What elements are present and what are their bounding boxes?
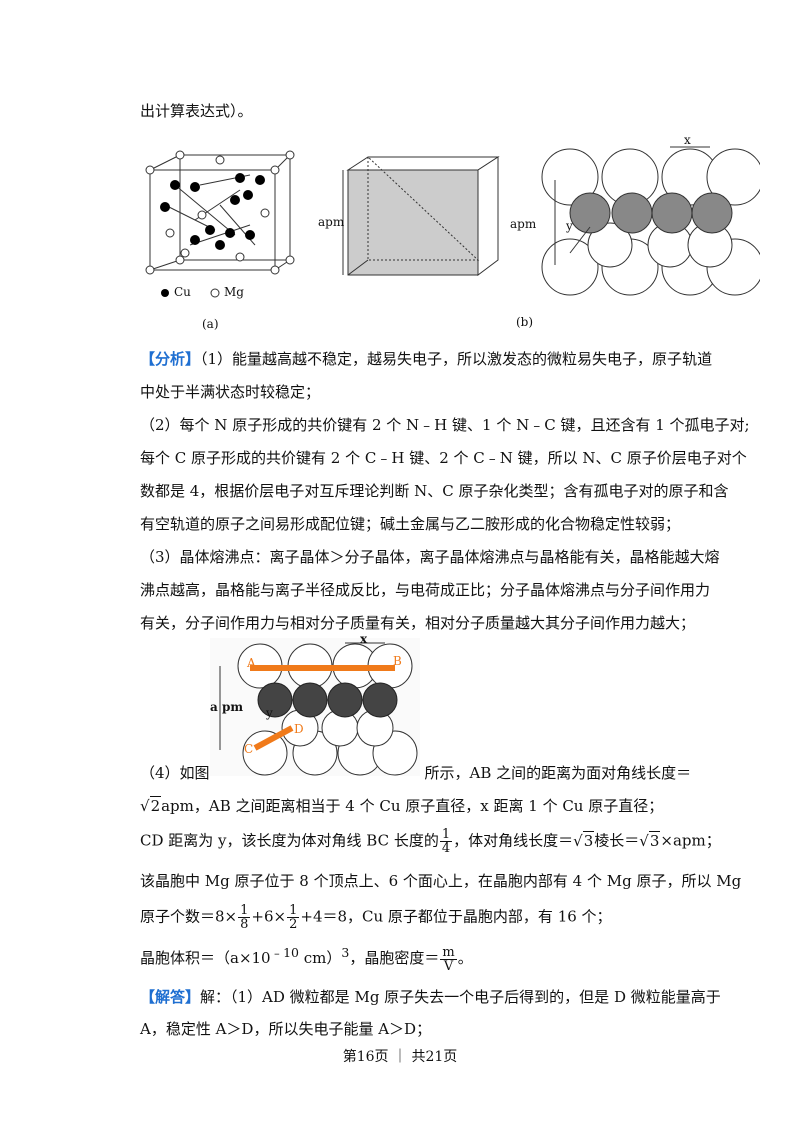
atom-layers-diagram [541, 146, 764, 296]
answer-tag: 【解答】 [140, 988, 201, 1006]
analysis-line-4: 每个 C 原子形成的共价键有 2 个 C﹣H 键、2 个 C﹣N 键，所以 N、… [140, 449, 747, 467]
figure-b-caption: (b) [516, 315, 534, 329]
cube-apm-label: apm [318, 215, 345, 229]
analysis-line-5: 数都是 4，根据价层电子对互斥理论判断 N、C 原子杂化类型；含有孤电子对的原子… [140, 482, 729, 500]
analysis-line-8: 沸点越高，晶格能与离子半径成反比，与电荷成正比；分子晶体熔沸点与分子间作用力 [140, 581, 711, 599]
layers-apm-label: apm [510, 217, 537, 231]
legend-cu-label: Cu [174, 285, 191, 299]
crystal-structure-diagram [145, 150, 295, 298]
analysis-line-7: （3）晶体熔沸点：离子晶体＞分子晶体，离子晶体熔沸点与晶格能有关，晶格能越大熔 [140, 548, 720, 566]
point-d-label: D [294, 722, 304, 736]
point-c-label: C [244, 742, 254, 756]
fig2-apm-label: a pm [210, 700, 244, 714]
figure-b-layers: apm x y (b) [510, 133, 764, 329]
analysis-tag: 【分析】 [140, 350, 201, 368]
analysis-line-2: 中处于半满状态时较稳定； [140, 383, 321, 401]
page-footer: 第16页 ｜ 共21页 [342, 1049, 458, 1065]
figure-a-crystal: Cu Mg (a) [140, 145, 300, 335]
figure-a-caption: (a) [202, 317, 219, 331]
analysis-line-3: （2）每个 N 原子形成的共价键有 2 个 N﹣H 键、1 个 N﹣C 键，且还… [140, 416, 750, 434]
fig2-y-label: y [266, 706, 273, 720]
ab-cd-diagram [210, 638, 420, 776]
analysis-line-1: 【分析】（1）能量越高越不稳定，越易失电子，所以激发态的微粒易失电子，原子轨道 [140, 350, 713, 368]
point-b-label: B [393, 654, 402, 668]
answer-line-2: A，稳定性 A＞D，所以失电子能量 A＞D； [140, 1020, 432, 1038]
answer-line-1: 【解答】解：（1）AD 微粒都是 Mg 原子失去一个电子后得到的，但是 D 微粒… [140, 988, 721, 1006]
figure-b-cube: apm [318, 155, 508, 285]
figure-ab-cd: A B C D x a pm y [210, 632, 420, 776]
intro-line: 出计算表达式）。 [140, 102, 253, 120]
unit-cell-cube-diagram [342, 155, 500, 276]
part4-line-4: 该晶胞中 Mg 原子位于 8 个顶点上、6 个面心上，在晶胞内部有 4 个 Mg… [140, 872, 742, 890]
analysis-line-6: 有空轨道的原子之间易形成配位键；碱土金属与乙二胺形成的化合物稳定性较弱； [140, 515, 681, 533]
fig2-x-label: x [360, 632, 368, 646]
part4-line-2: √2apm，AB 之间距离相当于 4 个 Cu 原子直径，x 距离 1 个 Cu… [140, 796, 664, 815]
point-a-label: A [247, 656, 256, 670]
layers-x-label: x [684, 133, 691, 147]
part4-line-1: （4）如图所示，AB 之间的距离为面对角线长度＝ [140, 764, 692, 782]
layers-y-label: y [566, 219, 573, 233]
analysis-line-9: 有关，分子间作用力与相对分子质量有关，相对分子质量越大其分子间作用力越大； [140, 614, 696, 632]
legend-mg-label: Mg [224, 285, 244, 299]
